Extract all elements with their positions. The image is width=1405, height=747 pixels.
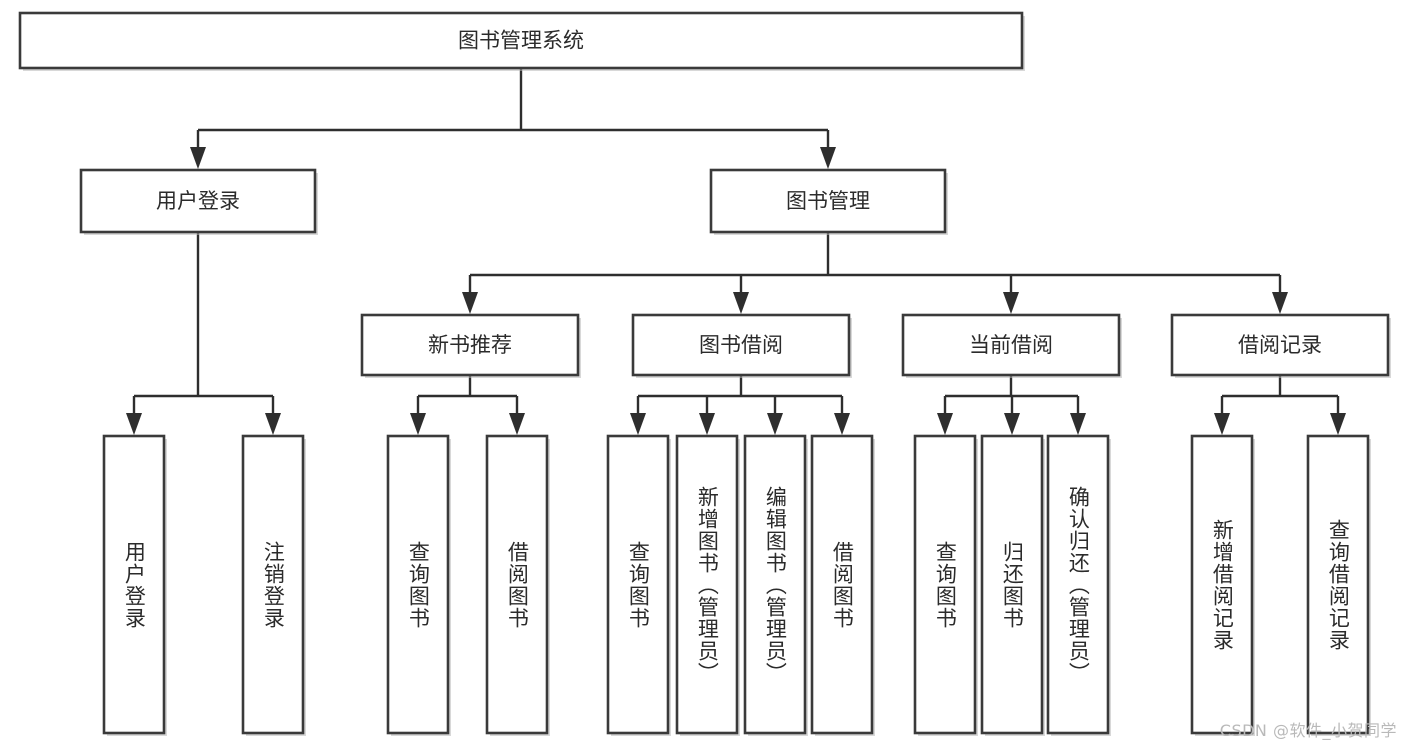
node-box[interactable] <box>1306 434 1370 735</box>
node-l-user-logout[interactable] <box>241 434 306 736</box>
node-box[interactable] <box>1046 434 1110 735</box>
node-box[interactable] <box>606 434 670 735</box>
node-n-record[interactable]: 借阅记录 <box>1170 313 1391 378</box>
node-n-current[interactable]: 当前借阅 <box>901 313 1122 378</box>
node-label: 图书管理 <box>786 189 870 213</box>
node-box[interactable] <box>241 434 305 735</box>
node-l-cur-query[interactable] <box>913 434 978 736</box>
node-label: 借阅记录 <box>1238 333 1322 357</box>
edges-layer <box>126 68 1346 435</box>
node-l-bk-edit[interactable] <box>743 434 808 736</box>
node-box[interactable] <box>1170 313 1390 377</box>
node-n-user-login[interactable]: 用户登录 <box>79 168 318 235</box>
node-n-new-book[interactable]: 新书推荐 <box>360 313 581 378</box>
node-box[interactable] <box>18 11 1024 70</box>
node-box[interactable] <box>102 434 166 735</box>
node-root[interactable]: 图书管理系统 <box>18 11 1025 71</box>
node-l-bk-query[interactable] <box>606 434 671 736</box>
node-l-bk-add[interactable] <box>675 434 740 736</box>
node-box[interactable] <box>980 434 1044 735</box>
node-l-cur-return[interactable] <box>980 434 1045 736</box>
node-box[interactable] <box>485 434 549 735</box>
node-box[interactable] <box>1190 434 1254 735</box>
node-l-nb-borrow[interactable] <box>485 434 550 736</box>
node-l-rec-query[interactable] <box>1306 434 1371 736</box>
node-n-borrow[interactable]: 图书借阅 <box>631 313 852 378</box>
node-box[interactable] <box>675 434 739 735</box>
edge-group <box>190 68 836 169</box>
node-n-book-manage[interactable]: 图书管理 <box>709 168 948 235</box>
node-box[interactable] <box>386 434 450 735</box>
node-l-user-login[interactable] <box>102 434 167 736</box>
node-l-bk-borrow[interactable] <box>810 434 875 736</box>
node-label: 当前借阅 <box>969 333 1053 357</box>
node-l-cur-confirm[interactable] <box>1046 434 1111 736</box>
edge-group <box>410 375 525 435</box>
node-box[interactable] <box>709 168 947 234</box>
node-label: 新书推荐 <box>428 333 512 357</box>
node-l-rec-add[interactable] <box>1190 434 1255 736</box>
node-box[interactable] <box>810 434 874 735</box>
node-box[interactable] <box>360 313 580 377</box>
edge-group <box>630 375 850 435</box>
node-box[interactable] <box>913 434 977 735</box>
node-box[interactable] <box>743 434 807 735</box>
edge-group <box>937 375 1086 435</box>
node-l-nb-query[interactable] <box>386 434 451 736</box>
node-label: 图书借阅 <box>699 333 783 357</box>
node-label: 用户登录 <box>156 189 240 213</box>
edge-group <box>462 232 1288 314</box>
edge-group <box>1214 375 1346 435</box>
edge-group <box>126 232 281 435</box>
node-label: 图书管理系统 <box>458 29 584 53</box>
node-box[interactable] <box>631 313 851 377</box>
node-box[interactable] <box>901 313 1121 377</box>
node-box[interactable] <box>79 168 317 234</box>
